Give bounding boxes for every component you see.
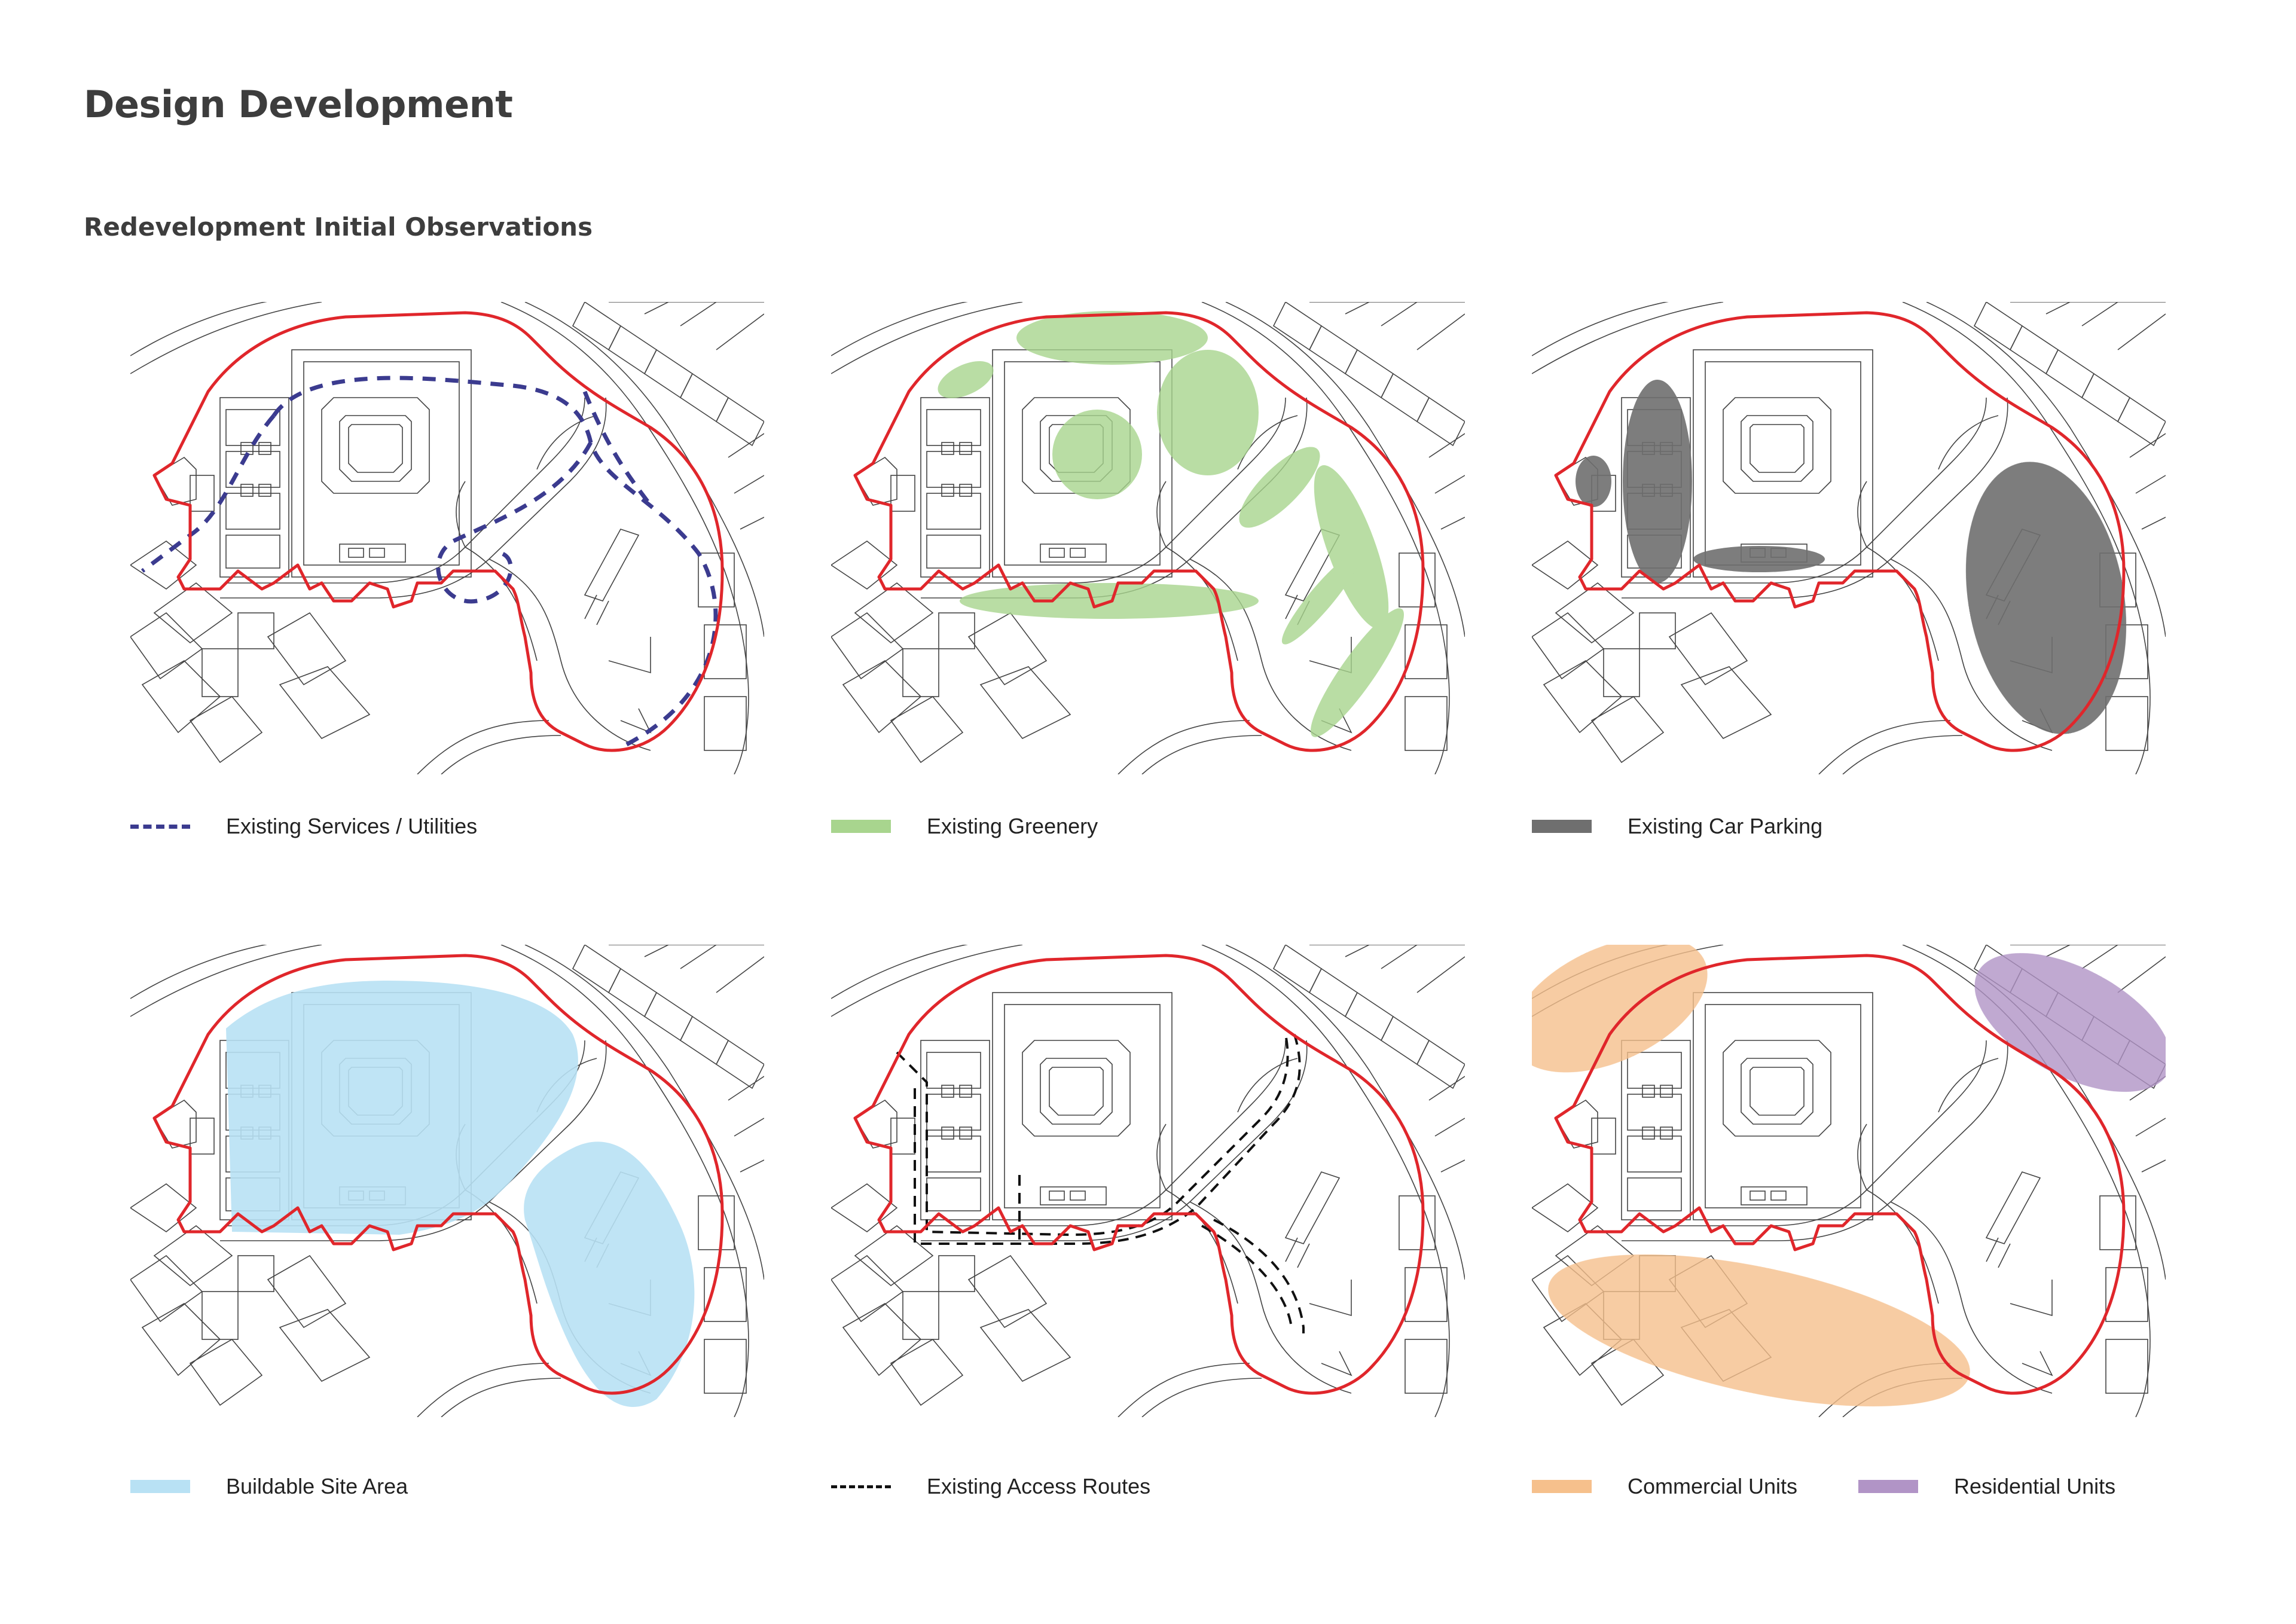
site-boundary: [1554, 954, 2126, 1395]
site-basemap: [130, 945, 764, 1417]
legend-swatch-services: [130, 824, 190, 829]
site-boundary-layer: [853, 954, 1425, 1395]
legend-label-greenery: Existing Greenery: [927, 814, 1098, 838]
legend-greenery: Existing Greenery: [831, 808, 1098, 844]
parking-areas: [1576, 380, 2127, 734]
legend-swatch-greenery: [831, 820, 891, 833]
legend-commercial: Commercial Units: [1532, 1469, 1797, 1504]
legend-swatch-residential: [1858, 1480, 1918, 1493]
legend-access: Existing Access Routes: [831, 1469, 1150, 1504]
legend-swatch-commercial: [1532, 1480, 1592, 1493]
commercial-area-north: [1532, 945, 1708, 1073]
site-plan-parking: [1532, 302, 2166, 774]
map-panel-buildable: [130, 945, 764, 1417]
site-boundary-layer: [1554, 954, 2126, 1395]
site-boundary: [853, 954, 1425, 1395]
legend-parking: Existing Car Parking: [1532, 808, 1822, 844]
legend-swatch-parking: [1532, 820, 1592, 833]
site-boundary-layer: [853, 311, 1425, 752]
legend-label-access: Existing Access Routes: [927, 1474, 1151, 1498]
access-routes: [896, 1034, 1305, 1333]
services-route: [436, 441, 593, 604]
legend-label-buildable: Buildable Site Area: [226, 1474, 408, 1498]
commercial-area-south: [1548, 1254, 1970, 1407]
legend-label-services: Existing Services / Utilities: [226, 814, 478, 838]
legend-residential: Residential Units: [1858, 1469, 2115, 1504]
legend-label-parking: Existing Car Parking: [1628, 814, 1823, 838]
services-route: [272, 376, 718, 747]
page-title: Design Development: [84, 83, 513, 126]
section-subtitle: Redevelopment Initial Observations: [84, 212, 593, 242]
site-boundary-layer: [1554, 311, 2126, 752]
buildable-area-north: [226, 981, 578, 1235]
map-panel-parking: [1532, 302, 2166, 774]
site-boundary-layer: [152, 311, 724, 752]
site-plan-services: [130, 302, 764, 774]
residential-area: [1974, 953, 2166, 1092]
site-boundary: [853, 311, 1425, 752]
site-plan-access: [831, 945, 1465, 1417]
site-plan-buildable: [130, 945, 764, 1417]
legend-buildable: Buildable Site Area: [130, 1469, 408, 1504]
legend-label-commercial: Commercial Units: [1628, 1474, 1798, 1498]
legend-services: Existing Services / Utilities: [130, 808, 477, 844]
site-plan-units: [1532, 945, 2166, 1417]
map-panel-greenery: [831, 302, 1465, 774]
site-boundary: [1554, 311, 2126, 752]
legend-swatch-buildable: [130, 1480, 190, 1493]
services-route: [582, 390, 652, 507]
legend-label-residential: Residential Units: [1954, 1474, 2116, 1498]
site-basemap: [831, 945, 1465, 1417]
site-plan-greenery: [831, 302, 1465, 774]
legend-swatch-access: [831, 1485, 891, 1488]
site-boundary: [152, 954, 724, 1395]
map-panel-access: [831, 945, 1465, 1417]
site-boundary: [152, 311, 724, 752]
buildable-area-south: [524, 1141, 695, 1407]
site-boundary-layer: [152, 954, 724, 1395]
unit-areas: [1532, 945, 2166, 1407]
site-basemap: [130, 302, 764, 774]
map-panel-services: [130, 302, 764, 774]
map-panel-units: [1532, 945, 2166, 1417]
services-route: [141, 414, 276, 573]
